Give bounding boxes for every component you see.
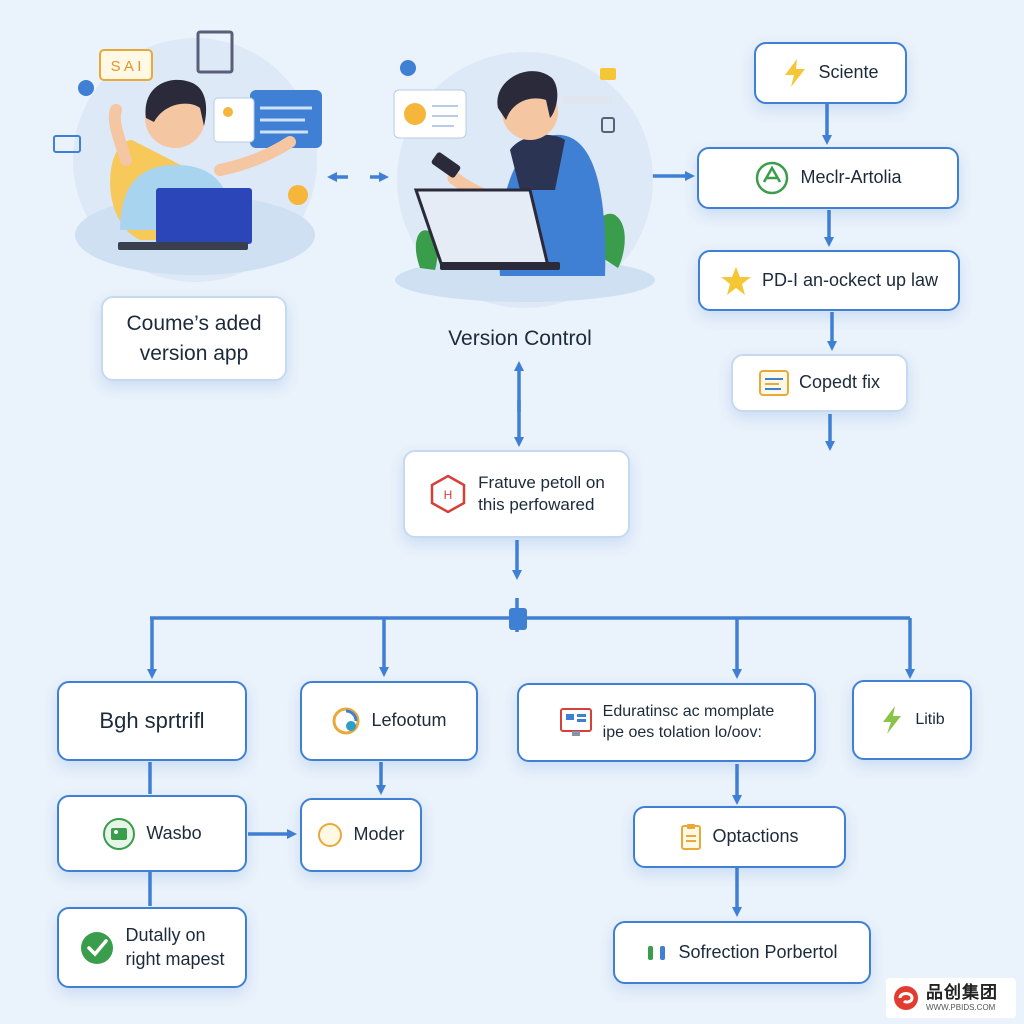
toggle-icon <box>646 944 668 962</box>
card-version-app-line2: version app <box>139 341 249 365</box>
node-litib-label: Litib <box>915 710 945 728</box>
node-pd[interactable]: PD-I an-ockect up law <box>698 250 960 311</box>
illustration-left: S A I <box>53 30 322 282</box>
node-litib[interactable]: Litib <box>852 680 972 760</box>
node-pd-label: PD-I an-ockect up law <box>761 269 939 290</box>
node-edu[interactable]: Eduratinsc ac momplate ipe oes tolation … <box>517 683 816 762</box>
node-feature-line1: Fratuve petoll on <box>478 472 605 492</box>
node-feature-line2: this perfowared <box>478 495 595 514</box>
speech-text: S A I <box>111 58 142 75</box>
node-meclr[interactable]: Meclr-Artolia <box>697 147 959 209</box>
bus-junction <box>509 608 527 630</box>
node-dutally-line2: right mapest <box>125 948 225 969</box>
lightning-icon <box>782 58 808 88</box>
node-dutally[interactable]: Dutally on right mapest <box>57 907 247 988</box>
node-dutally-line1: Dutally on <box>125 925 206 946</box>
node-optactions[interactable]: Optactions <box>633 806 846 868</box>
hexagon-icon: H <box>428 474 468 514</box>
cycle-icon <box>754 160 790 196</box>
document-icon <box>758 370 789 396</box>
node-edu-line2: ipe oes tolation lo/oov: <box>602 723 762 741</box>
node-sciente[interactable]: Sciente <box>754 42 907 104</box>
node-lefootum-label: Lefootum <box>371 710 447 731</box>
clipboard-icon <box>680 823 702 851</box>
card-version-app[interactable]: Coume’s aded version app <box>101 296 287 381</box>
node-lefootum[interactable]: Lefootum <box>300 681 478 761</box>
node-wasbo[interactable]: Wasbo <box>57 795 247 872</box>
svg-text:H: H <box>444 488 453 502</box>
watermark-url: WWW.PBIDS.COM <box>926 1003 996 1012</box>
node-copedt-label: Copedt fix <box>798 372 881 393</box>
node-wasbo-label: Wasbo <box>146 822 202 843</box>
node-sofrection[interactable]: Sofrection Porbertol <box>613 921 871 984</box>
node-optactions-label: Optactions <box>712 826 799 847</box>
node-sciente-label: Sciente <box>818 62 879 83</box>
node-meclr-label: Meclr-Artolia <box>800 167 902 188</box>
version-control-caption: Version Control <box>448 327 592 350</box>
illustration-center <box>393 52 655 308</box>
circle-icon <box>317 822 343 848</box>
bolt-icon <box>879 705 905 735</box>
node-feature[interactable]: H Fratuve petoll on this perfowared <box>403 450 630 538</box>
logo-icon <box>894 986 918 1010</box>
node-bgh-label: Bgh sprtrifl <box>99 707 205 733</box>
node-copedt[interactable]: Copedt fix <box>731 354 908 412</box>
node-edu-line1: Eduratinsc ac momplate <box>602 702 775 720</box>
node-sofrection-label: Sofrection Porbertol <box>678 941 838 962</box>
monitor-icon <box>559 707 593 739</box>
node-bgh[interactable]: Bgh sprtrifl <box>57 681 247 761</box>
check-icon <box>79 930 115 966</box>
watermark-brand: 品创集团 <box>926 983 998 1002</box>
card-version-app-line1: Coume’s aded <box>126 312 262 336</box>
watermark: 品创集团 WWW.PBIDS.COM <box>886 978 1016 1018</box>
swirl-icon <box>331 706 361 736</box>
star-icon <box>720 265 752 297</box>
node-moder[interactable]: Moder <box>300 798 422 872</box>
image-icon <box>102 817 136 851</box>
node-moder-label: Moder <box>353 824 405 845</box>
